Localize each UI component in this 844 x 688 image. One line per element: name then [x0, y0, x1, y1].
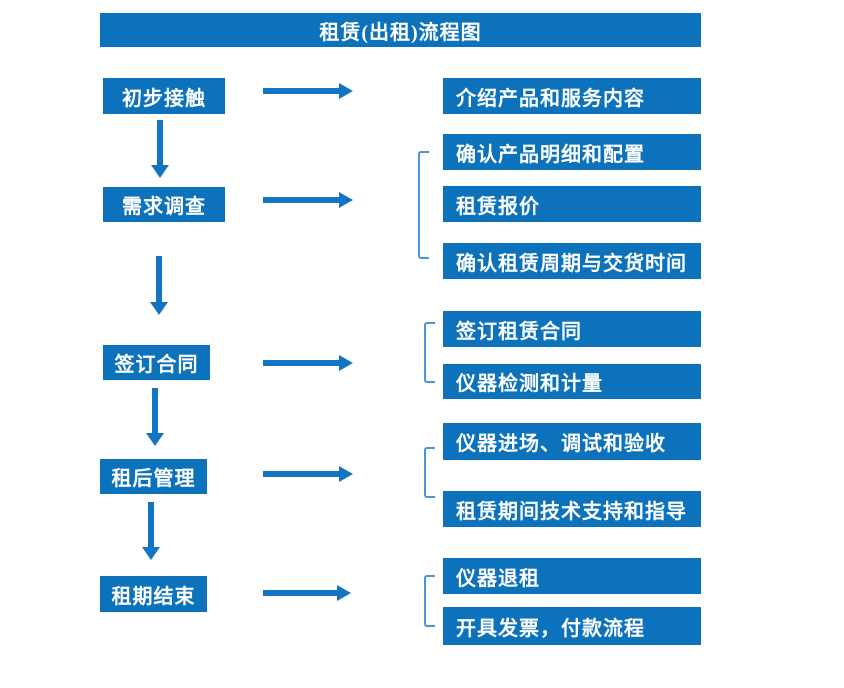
right-arrow-icon	[263, 466, 353, 482]
step-label: 租后管理	[111, 468, 196, 490]
output-box-confirm-rental-period: 确认租赁周期与交货时间	[443, 243, 701, 279]
output-label: 开具发票，付款流程	[456, 617, 645, 640]
output-box-confirm-product-details: 确认产品明细和配置	[443, 134, 701, 170]
output-label: 确认产品明细和配置	[456, 143, 645, 166]
output-label: 确认租赁周期与交货时间	[456, 252, 687, 275]
output-box-instrument-return: 仪器退租	[443, 558, 701, 594]
arrow-stem	[263, 590, 339, 596]
arrow-stem	[263, 471, 341, 477]
down-arrow-icon	[150, 256, 168, 315]
right-arrow-icon	[263, 355, 353, 371]
arrow-head	[150, 302, 168, 315]
arrow-stem	[148, 502, 154, 548]
arrow-head	[339, 466, 353, 482]
output-box-sign-rental-contract: 签订租赁合同	[443, 311, 701, 347]
flowchart-title-bar: 租赁(出租)流程图	[100, 13, 701, 47]
arrow-head	[339, 192, 353, 208]
arrow-stem	[152, 388, 158, 434]
output-label: 签订租赁合同	[456, 320, 582, 343]
step-label: 需求调查	[122, 196, 206, 218]
group-bracket-icon	[418, 151, 429, 259]
arrow-head	[151, 165, 169, 178]
down-arrow-icon	[151, 120, 169, 178]
step-box-demand-survey: 需求调查	[103, 187, 225, 222]
group-bracket-icon	[424, 575, 435, 627]
step-box-post-rental-management: 租后管理	[100, 459, 207, 494]
right-arrow-icon	[263, 83, 353, 99]
down-arrow-icon	[142, 502, 160, 560]
arrow-stem	[263, 197, 341, 203]
group-bracket-icon	[424, 322, 435, 383]
output-box-instrument-testing: 仪器检测和计量	[443, 364, 701, 399]
arrow-head	[142, 547, 160, 560]
step-box-rental-end: 租期结束	[100, 576, 207, 612]
output-label: 介绍产品和服务内容	[456, 87, 645, 110]
output-label: 仪器退租	[456, 567, 540, 590]
output-box-introduce-products: 介绍产品和服务内容	[443, 78, 701, 114]
step-box-sign-contract: 签订合同	[103, 345, 210, 380]
right-arrow-icon	[263, 585, 351, 601]
arrow-stem	[157, 120, 163, 166]
flowchart-title: 租赁(出租)流程图	[319, 21, 482, 44]
arrow-head	[339, 355, 353, 371]
step-label: 租期结束	[111, 585, 196, 608]
step-label: 初步接触	[122, 87, 206, 110]
group-bracket-icon	[424, 447, 435, 498]
arrow-stem	[263, 360, 341, 366]
output-label: 仪器进场、调试和验收	[456, 433, 666, 455]
output-label: 租赁报价	[456, 195, 540, 218]
output-box-rental-quotation: 租赁报价	[443, 186, 701, 222]
output-box-invoice-payment: 开具发票，付款流程	[443, 607, 701, 645]
output-box-technical-support: 租赁期间技术支持和指导	[443, 491, 701, 527]
output-label: 租赁期间技术支持和指导	[456, 500, 687, 523]
output-label: 仪器检测和计量	[456, 373, 603, 395]
arrow-head	[146, 433, 164, 446]
down-arrow-icon	[146, 388, 164, 446]
right-arrow-icon	[263, 192, 353, 208]
arrow-stem	[156, 256, 162, 303]
arrow-head	[337, 585, 351, 601]
arrow-head	[339, 83, 353, 99]
arrow-stem	[263, 88, 341, 94]
step-box-initial-contact: 初步接触	[103, 78, 225, 114]
step-label: 签订合同	[114, 354, 199, 376]
output-box-instrument-entry-acceptance: 仪器进场、调试和验收	[443, 423, 701, 460]
